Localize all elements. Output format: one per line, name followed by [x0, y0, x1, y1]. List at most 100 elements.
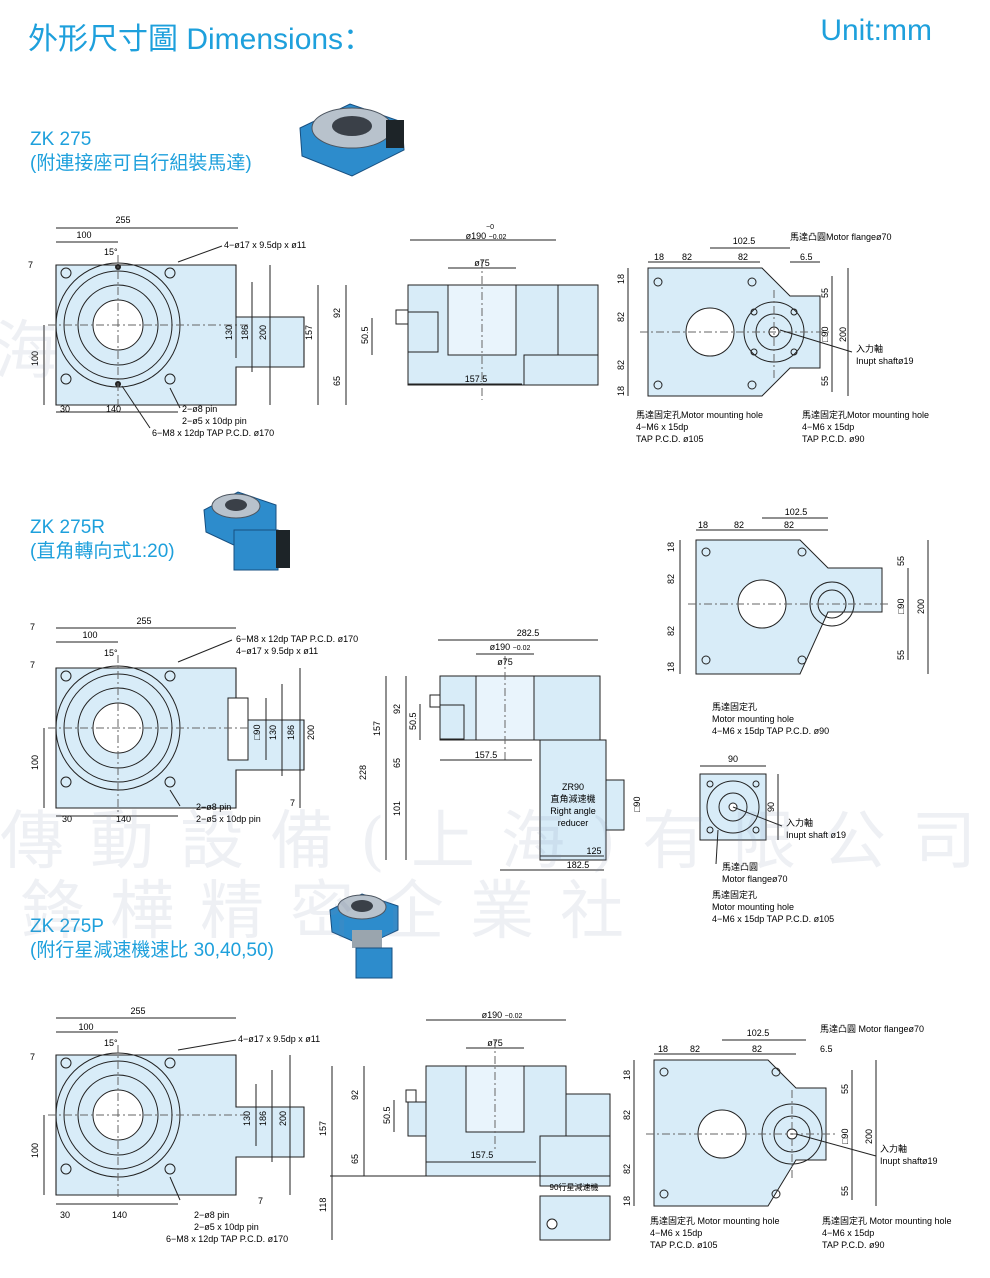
zk275p-side-view	[330, 1019, 611, 1241]
dim-65: 65	[332, 376, 342, 386]
zk275-top-view	[627, 247, 853, 397]
r-dim-sq90-c: □90	[896, 599, 906, 614]
dim-sq90: □90	[820, 327, 830, 342]
r-dim-101: 101	[392, 801, 402, 816]
model-desc: (直角轉向式1:20)	[30, 541, 175, 562]
r-dim-90-v: 90	[766, 802, 776, 812]
p-note-input2: Inupt shaftø19	[880, 1156, 938, 1166]
note-holes17: 4−ø17 x 9.5dp x ø11	[224, 240, 306, 250]
p-note-pcd105: TAP P.C.D. ø105	[650, 1240, 718, 1250]
zr90-label: ZR90	[562, 782, 584, 792]
dim-190-tol0: −0	[486, 224, 494, 231]
p-note-holes17: 4−ø17 x 9.5dp x ø11	[238, 1034, 320, 1044]
r-dim-55: 55	[896, 556, 906, 566]
dim-30: 30	[60, 404, 70, 414]
model-desc: (附連接座可自行組裝馬達)	[30, 153, 252, 174]
r-dim-102-5: 102.5	[785, 507, 808, 517]
p-note-mhole-b: 馬達固定孔 Motor mounting hole	[822, 1215, 952, 1226]
dim-55: 55	[820, 288, 830, 298]
p-dim-130: 130	[242, 1111, 252, 1126]
p-dim-140: 140	[112, 1210, 127, 1220]
note-input1: 入力軸	[856, 343, 883, 354]
r-note-fl2: Motor flangeø70	[722, 874, 788, 884]
dim-130: 130	[224, 325, 234, 340]
p-dim-102-5: 102.5	[747, 1028, 770, 1038]
dim-186: 186	[240, 325, 250, 340]
r-dim-200: 200	[306, 725, 316, 740]
p-dim-65: 65	[350, 1154, 360, 1164]
dim-18: 18	[654, 252, 664, 262]
p-dim-157-5: 157.5	[471, 1150, 494, 1160]
r-note-mh2b: Motor mounting hole	[712, 902, 794, 912]
dim-157-5: 157.5	[465, 374, 488, 384]
r-dim-200-b: 200	[916, 599, 926, 614]
p-dim-82b: 82	[752, 1044, 762, 1054]
dim-82-b: 82	[738, 252, 748, 262]
dim-55-b: 55	[820, 376, 830, 386]
p-dim-7b: 7	[258, 1196, 263, 1206]
p-dim-55b: 55	[840, 1186, 850, 1196]
r-note-input1: 入力軸	[786, 817, 813, 828]
r-note-mh1b: 馬達固定孔	[712, 889, 757, 900]
p-note-m6-a: 4−M6 x 15dp	[650, 1228, 702, 1238]
dim-140: 140	[106, 404, 121, 414]
p-dim-18: 18	[658, 1044, 668, 1054]
p-note-input1: 入力軸	[880, 1143, 907, 1154]
p-dim-82: 82	[690, 1044, 700, 1054]
note-mhole-b: 馬達固定孔Motor mounting hole	[802, 409, 929, 420]
r-dim-255: 255	[136, 616, 151, 626]
dim-102-5: 102.5	[733, 236, 756, 246]
model-desc: (附行星減速機速比 30,40,50)	[30, 940, 274, 961]
note-pin8: 2−ø8 pin	[182, 404, 217, 414]
p-dim-200-b: 200	[864, 1129, 874, 1144]
p-dim-255: 255	[130, 1006, 145, 1016]
dim-100: 100	[76, 230, 91, 240]
dim-92: 92	[332, 308, 342, 318]
r-dim-82: 82	[734, 520, 744, 530]
r-dim-82-v: 82	[666, 574, 676, 584]
p-dim-118: 118	[318, 1198, 328, 1212]
p-dim-200: 200	[278, 1111, 288, 1126]
page-title: 外形尺寸圖 Dimensions：	[28, 23, 374, 56]
dim-15deg: 15°	[104, 247, 118, 257]
r-note-pin8: 2−ø8 pin	[196, 802, 231, 812]
r-dim-55b: 55	[896, 650, 906, 660]
r-dim-100: 100	[82, 630, 97, 640]
r-dim-90-h: 90	[728, 754, 738, 764]
zk275-front-view	[43, 227, 305, 429]
p-note-pin5: 2−ø5 x 10dp pin	[194, 1222, 259, 1232]
note-m8: 6−M8 x 12dp TAP P.C.D. ø170	[152, 428, 274, 438]
r-note-holes17: 4−ø17 x 9.5dp x ø11	[236, 646, 318, 656]
r-dim-82b: 82	[784, 520, 794, 530]
dim-157: 157	[304, 325, 314, 340]
dim-100-v: 100	[30, 351, 40, 366]
p-dim-190: ø190 −0.02	[482, 1010, 523, 1020]
dim-7: 7	[28, 260, 33, 270]
note-mhole-a: 馬達固定孔Motor mounting hole	[636, 409, 763, 420]
r-note-input2: Inupt shaft ø19	[786, 830, 846, 840]
r-dim-75: ø75	[497, 657, 513, 667]
product-photo-zk275p-icon	[329, 893, 399, 979]
zk275r-motor-flange-view	[699, 765, 783, 865]
r-dim-130: 130	[268, 725, 278, 740]
p-dim-7: 7	[30, 1052, 35, 1062]
r-dim-157: 157	[372, 721, 382, 736]
p-dim-15deg: 15°	[104, 1038, 118, 1048]
r-dim-282-5: 282.5	[517, 628, 540, 638]
r-dim-30: 30	[62, 814, 72, 824]
dim-255: 255	[115, 215, 130, 225]
r-dim-190: ø190 −0.02	[490, 642, 531, 652]
product-photo-zk275r-icon	[203, 491, 290, 571]
model-name: ZK 275	[30, 129, 92, 150]
r-dim-228: 228	[358, 765, 368, 780]
dim-200-b: 200	[838, 327, 848, 342]
p-dim-157: 157	[318, 1121, 328, 1136]
p-note-pin8: 2−ø8 pin	[194, 1210, 229, 1220]
r-dim-182-5: 182.5	[567, 860, 590, 870]
p-note-flange70: 馬達凸圓 Motor flangeø70	[820, 1023, 924, 1034]
zr90-label-en1: Right angle	[550, 806, 596, 816]
r-note-pin5: 2−ø5 x 10dp pin	[196, 814, 261, 824]
p-dim-100-v: 100	[30, 1143, 40, 1158]
r-dim-18-v: 18	[666, 542, 676, 552]
